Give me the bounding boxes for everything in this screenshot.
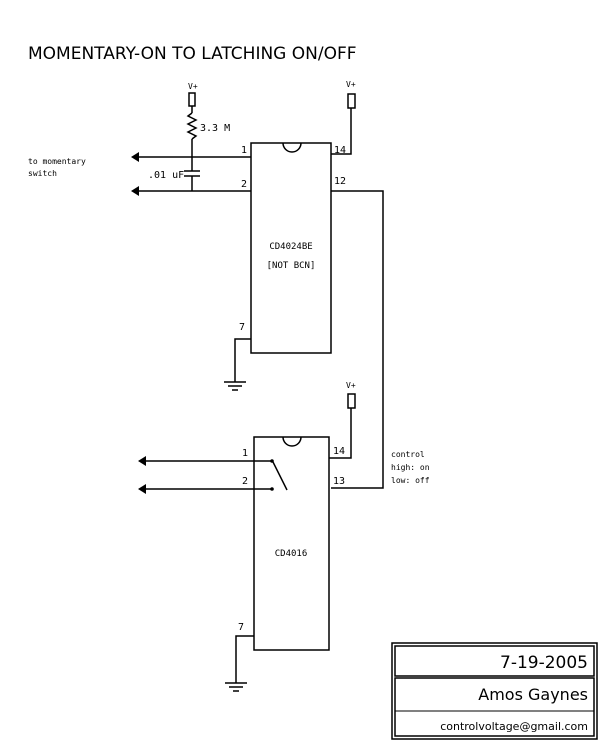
arrow-left-icon — [138, 456, 146, 466]
capacitor-label: .01 uF — [148, 170, 184, 181]
vplus-supply-resistor: V+ — [188, 82, 198, 113]
chip-cd4024be: 1 2 7 14 12 CD4024BE [NOT BCN] — [239, 142, 346, 354]
vplus-supply-chip1: V+ — [331, 80, 356, 155]
chip1-pin-1: 1 — [241, 145, 247, 156]
ground-chip2 — [225, 635, 254, 692]
title-block: 7-19-2005 Amos Gaynes controlvoltage@gma… — [391, 642, 598, 740]
capacitor-01uf: .01 uF — [148, 157, 200, 191]
supply-label: V+ — [346, 80, 356, 89]
diagram-title: MOMENTARY-ON TO LATCHING ON/OFF — [28, 44, 357, 64]
chip1-name-line1: CD4024BE — [269, 242, 312, 252]
chip2-io-wires — [138, 456, 254, 494]
switch-label-line1: to momentary — [28, 157, 86, 166]
chip2-pin-7: 7 — [238, 622, 244, 633]
chip2-pin-2: 2 — [242, 476, 248, 487]
control-label-line3: low: off — [391, 476, 430, 485]
arrow-left-icon — [131, 152, 139, 162]
supply-label: V+ — [346, 381, 356, 390]
vplus-supply-chip2: V+ — [329, 381, 356, 459]
arrow-left-icon — [131, 186, 139, 196]
momentary-switch-wires: to momentary switch — [28, 152, 251, 196]
chip1-name-line2: [NOT BCN] — [267, 261, 316, 271]
chip2-pin-1: 1 — [242, 448, 248, 459]
control-wire — [331, 190, 384, 489]
chip1-pin-7: 7 — [239, 322, 245, 333]
switch-icon — [272, 461, 288, 491]
chip2-name: CD4016 — [275, 549, 308, 559]
control-label-line2: high: on — [391, 463, 430, 472]
title-block-date: 7-19-2005 — [500, 653, 588, 673]
chip2-pin-13: 13 — [333, 476, 345, 487]
switch-label-line2: switch — [28, 169, 57, 178]
control-label-line1: control — [391, 450, 425, 459]
resistor-label: 3.3 M — [200, 123, 230, 134]
ground-chip1 — [224, 338, 251, 391]
control-label: control high: on low: off — [391, 450, 430, 485]
chip-cd4016: 1 2 7 14 13 CD4016 — [238, 436, 345, 651]
chip1-pin-14: 14 — [334, 145, 346, 156]
supply-label: V+ — [188, 82, 198, 91]
title-block-author: Amos Gaynes — [478, 685, 588, 704]
chip1-pin-2: 2 — [241, 179, 247, 190]
title-block-email: controlvoltage@gmail.com — [440, 720, 588, 733]
chip1-pin-12: 12 — [334, 176, 346, 187]
resistor-3-3m: 3.3 M — [186, 112, 230, 157]
arrow-left-icon — [138, 484, 146, 494]
chip2-pin-14: 14 — [333, 446, 345, 457]
